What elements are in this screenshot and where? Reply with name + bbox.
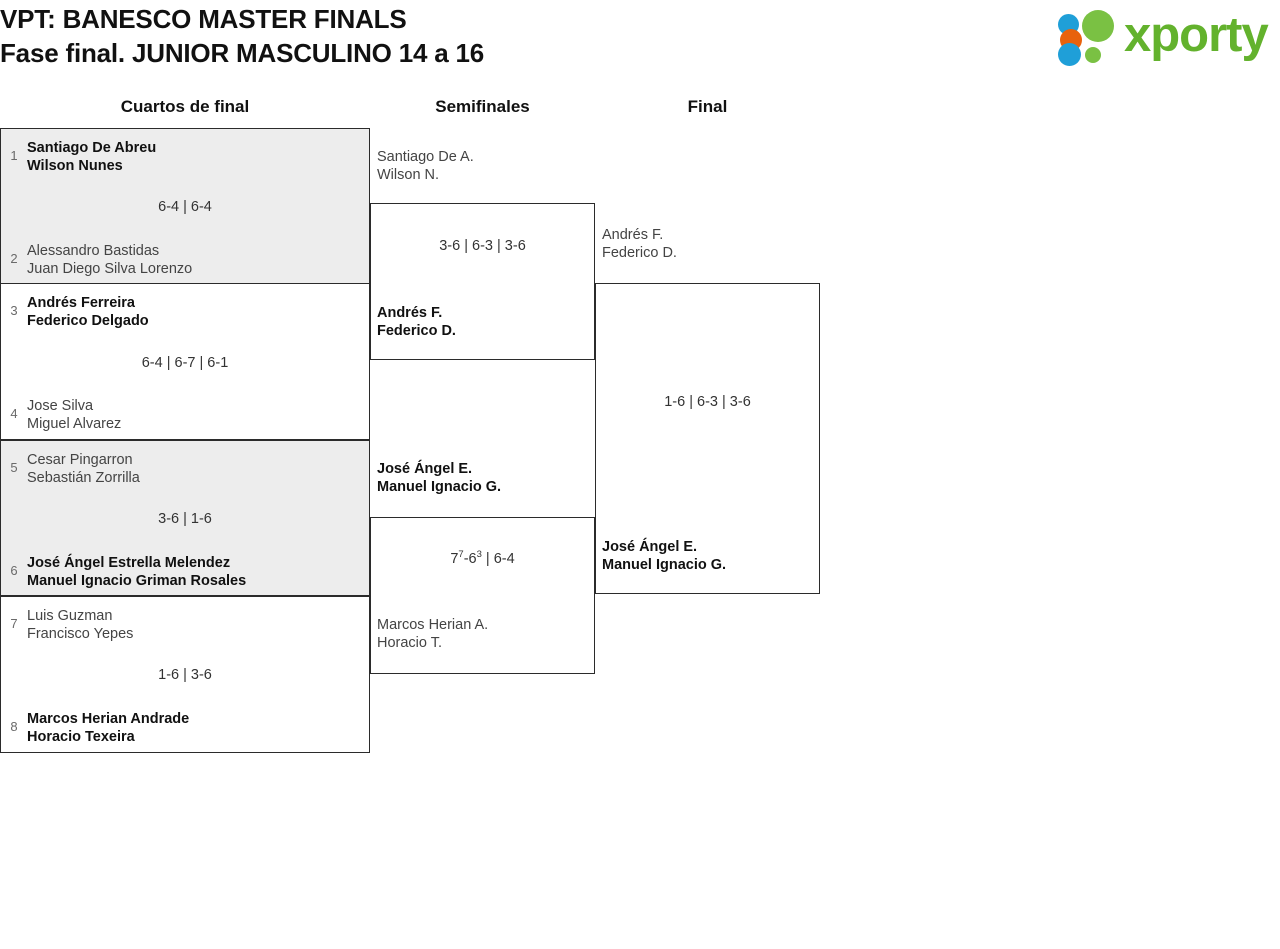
qf1-bottom-team[interactable]: 2 Alessandro Bastidas Juan Diego Silva L… [1,241,192,278]
round-header-final: Final [687,97,728,116]
final-bottom-player2: Manuel Ignacio G. [602,557,727,573]
final-top-player1: Andrés F. [602,227,664,243]
match-box-sf2[interactable]: 77-63 | 6-4 [370,517,595,674]
qf3-bottom-player1: José Ángel Estrella Melendez [27,555,231,571]
qf1-bottom-player1: Alessandro Bastidas [27,243,160,259]
xporty-logo[interactable]: xporty [1048,6,1276,68]
sf2-top-player2: Manuel Ignacio G. [377,479,502,495]
sf2-top-names: José Ángel E. Manuel Ignacio G. [377,460,501,496]
qf4-top-team[interactable]: 7 Luis Guzman Francisco Yepes [1,606,133,643]
qf2-top-names: Andrés Ferreira Federico Delgado [27,293,149,330]
qf3-top-seed: 5 [10,460,18,475]
qf1-top-seed: 1 [10,148,18,163]
final-top-names: Andrés F. Federico D. [602,226,677,262]
qf1-top-player1: Santiago De Abreu [27,140,157,156]
match-box-qf4[interactable]: 7 Luis Guzman Francisco Yepes 1-6 | 3-6 … [0,596,370,753]
sf2-bottom-player2: Horacio T. [377,635,443,651]
sf1-top-names: Santiago De A. Wilson N. [377,148,474,184]
qf1-top-names: Santiago De Abreu Wilson Nunes [27,138,156,175]
sf2-bottom-player1: Marcos Herian A. [377,617,489,633]
qf1-score: 6-4 | 6-4 [158,199,212,215]
sf2-bottom-names: Marcos Herian A. Horacio T. [377,616,488,652]
qf3-top-team[interactable]: 5 Cesar Pingarron Sebastián Zorrilla [1,450,140,487]
qf4-top-player1: Luis Guzman [27,608,113,624]
final-bottom-names: José Ángel E. Manuel Ignacio G. [602,538,726,574]
sf1-bottom-names: Andrés F. Federico D. [377,304,456,340]
qf2-bottom-names: Jose Silva Miguel Alvarez [27,396,121,433]
final-top-player2: Federico D. [602,245,677,261]
final-score: 1-6 | 6-3 | 3-6 [664,394,751,410]
qf4-bottom-player1: Marcos Herian Andrade [27,711,190,727]
qf4-top-seed: 7 [10,616,18,631]
qf4-top-player2: Francisco Yepes [27,626,134,642]
qf4-bottom-player2: Horacio Texeira [27,729,135,745]
qf1-bottom-seed: 2 [10,251,18,266]
qf4-bottom-seed: 8 [10,719,18,734]
sf1-bottom-player1: Andrés F. [377,305,443,321]
qf3-score: 3-6 | 1-6 [158,511,212,527]
sf2-top-player1: José Ángel E. [377,461,473,477]
sf2-score: 77-63 | 6-4 [450,549,515,567]
qf3-top-names: Cesar Pingarron Sebastián Zorrilla [27,450,140,487]
logo-wordmark: xporty [1124,8,1269,62]
qf2-score: 6-4 | 6-7 | 6-1 [141,355,229,371]
qf3-bottom-team[interactable]: 6 José Ángel Estrella Melendez Manuel Ig… [1,553,246,590]
qf2-top-player1: Andrés Ferreira [27,295,135,311]
title-line-2: Fase final. JUNIOR MASCULINO 14 a 16 [0,38,485,68]
qf2-bottom-team[interactable]: 4 Jose Silva Miguel Alvarez [1,396,121,433]
qf3-top-player2: Sebastián Zorrilla [27,470,140,486]
qf1-bottom-names: Alessandro Bastidas Juan Diego Silva Lor… [27,241,192,278]
qf3-bottom-names: José Ángel Estrella Melendez Manuel Igna… [27,553,246,590]
final-bottom-player1: José Ángel E. [602,539,698,555]
sf1-score: 3-6 | 6-3 | 3-6 [439,238,526,254]
qf2-bottom-player1: Jose Silva [27,398,94,414]
match-box-qf3[interactable]: 5 Cesar Pingarron Sebastián Zorrilla 3-6… [0,440,370,596]
qf4-bottom-names: Marcos Herian Andrade Horacio Texeira [27,709,189,746]
sf1-top-player1: Santiago De A. [377,149,474,165]
logo-dots-icon [1058,10,1130,66]
qf2-bottom-seed: 4 [10,406,18,421]
title-line-1: VPT: BANESCO MASTER FINALS [0,4,407,34]
qf2-top-seed: 3 [10,303,18,318]
qf3-bottom-seed: 6 [10,563,18,578]
qf4-bottom-team[interactable]: 8 Marcos Herian Andrade Horacio Texeira [1,709,189,746]
match-box-qf2[interactable]: 3 Andrés Ferreira Federico Delgado 6-4 |… [0,283,370,440]
qf4-top-names: Luis Guzman Francisco Yepes [27,606,133,643]
qf2-top-player2: Federico Delgado [27,313,149,329]
match-box-final[interactable]: 1-6 | 6-3 | 3-6 [595,283,820,594]
qf1-top-team[interactable]: 1 Santiago De Abreu Wilson Nunes [1,138,156,175]
qf4-score: 1-6 | 3-6 [158,667,212,683]
match-box-sf1[interactable]: 3-6 | 6-3 | 3-6 [370,203,595,360]
qf1-top-player2: Wilson Nunes [27,158,123,174]
round-header-quarterfinals: Cuartos de final [120,97,250,116]
round-header-semifinals: Semifinales [435,97,530,116]
qf3-bottom-player2: Manuel Ignacio Griman Rosales [27,573,247,589]
tournament-title: VPT: BANESCO MASTER FINALS Fase final. J… [0,0,900,70]
sf1-bottom-player2: Federico D. [377,323,456,339]
qf3-top-player1: Cesar Pingarron [27,452,133,468]
match-box-qf1[interactable]: 1 Santiago De Abreu Wilson Nunes 6-4 | 6… [0,128,370,284]
qf1-bottom-player2: Juan Diego Silva Lorenzo [27,261,193,277]
qf2-top-team[interactable]: 3 Andrés Ferreira Federico Delgado [1,293,149,330]
qf2-bottom-player2: Miguel Alvarez [27,416,122,432]
sf1-top-player2: Wilson N. [377,167,440,183]
